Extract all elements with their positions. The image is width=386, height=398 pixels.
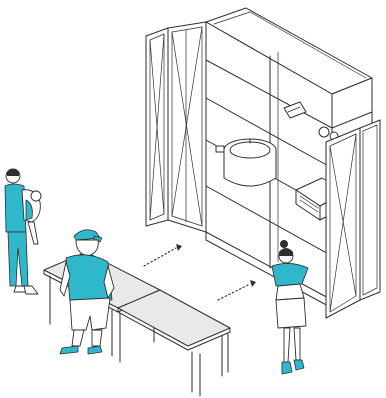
person-in-cap xyxy=(60,230,114,354)
arrow-upper xyxy=(144,248,176,266)
right-door-panels xyxy=(326,120,380,318)
arrow-head-upper-icon xyxy=(176,244,182,251)
pot-appliance xyxy=(216,139,276,186)
person-with-baby xyxy=(5,169,41,294)
arrow-head-lower-icon xyxy=(250,280,256,287)
arrow-lower xyxy=(218,284,250,300)
left-door-panels xyxy=(146,22,206,232)
